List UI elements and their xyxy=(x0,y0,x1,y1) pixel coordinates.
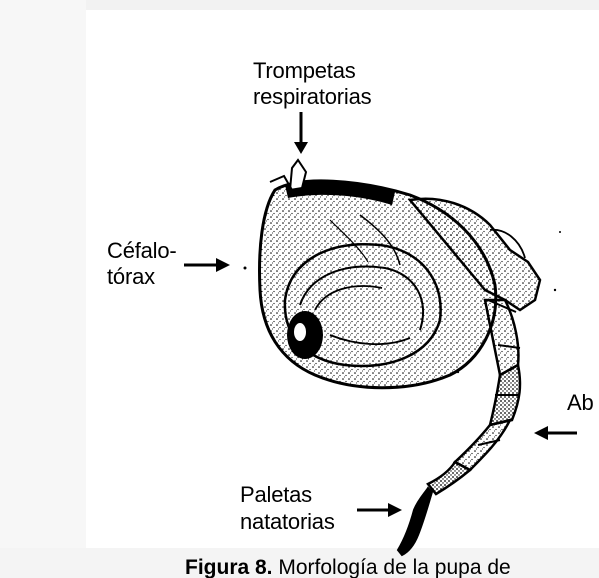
label-paletas-line1: Paletas xyxy=(240,482,312,507)
arrow-abdomen xyxy=(534,426,577,440)
label-paletas-line2: natatorias xyxy=(240,509,335,534)
caption-prefix: Figura 8. xyxy=(185,556,273,578)
arrow-trompetas xyxy=(294,112,308,154)
label-cefalo-line1: Céfalo- xyxy=(107,238,177,263)
swimming-paddles xyxy=(398,488,432,555)
label-trompetas-line1: Trompetas xyxy=(253,58,356,83)
arrow-paletas xyxy=(357,503,402,517)
label-cefalo-line2: tórax xyxy=(107,264,155,289)
figure-caption: Figura 8. Morfología de la pupa de xyxy=(185,556,511,578)
arrow-cefalotorax xyxy=(184,258,230,272)
label-abdomen: Ab xyxy=(567,390,594,415)
caption-text: Morfología de la pupa de xyxy=(273,556,511,578)
label-trompetas-line2: respiratorias xyxy=(253,84,371,109)
